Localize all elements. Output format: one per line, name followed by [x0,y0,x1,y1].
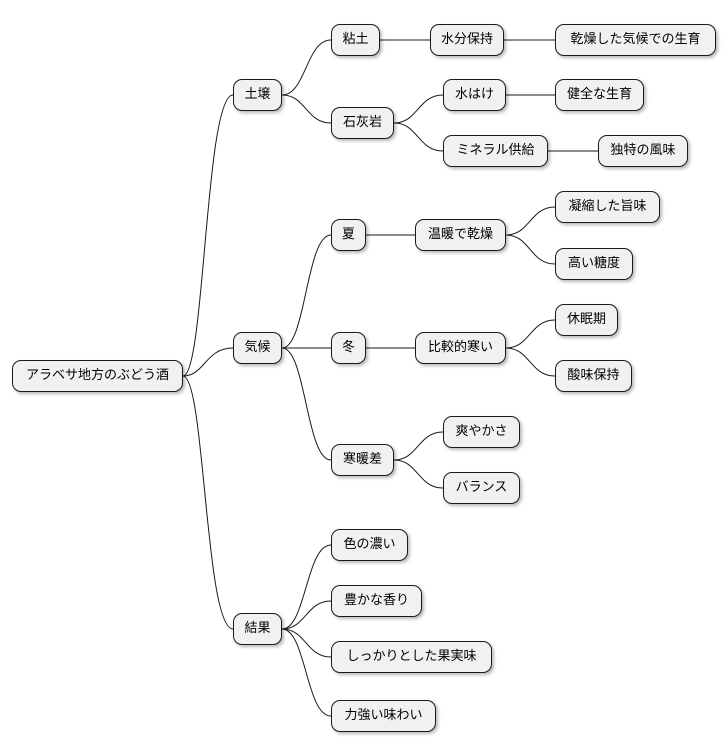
node-dormancy: 休眠期 [555,304,618,336]
node-limestone: 石灰岩 [331,107,394,139]
root-node: アラベサ地方のぶどう酒 [12,360,183,392]
edge-climate-summer [281,234,332,349]
node-acidity-retention: 酸味保持 [555,360,632,392]
edge-result-color [281,544,332,630]
edge-root-climate [182,347,234,377]
node-relatively-cold: 比較的寒い [415,332,506,364]
node-temperature-diff: 寒暖差 [331,444,394,476]
node-unique-flavor: 独特の風味 [598,135,688,167]
edge-soil-clay [281,39,332,96]
edge-warm-concentrated [505,206,556,236]
edge-root-result [182,375,234,630]
edge-warm-sugar [505,234,556,265]
node-result: 結果 [233,613,282,645]
node-winter: 冬 [331,332,366,364]
node-climate: 気候 [233,332,282,364]
node-high-sugar: 高い糖度 [555,248,633,280]
edge-tempdiff-balance [393,459,444,489]
edge-climate-tempdiff [281,347,332,461]
node-soil: 土壌 [233,79,282,111]
edge-cold-acidity [505,347,556,377]
edge-cold-dormancy [505,319,556,349]
node-balance: バランス [443,472,520,504]
edge-result-power [281,628,332,717]
node-rich-aroma: 豊かな香り [331,585,422,617]
edge-tempdiff-fresh [393,431,444,461]
edge-soil-limestone [281,94,332,124]
node-concentrated-taste: 凝縮した旨味 [555,191,660,223]
node-warm-dry: 温暖で乾燥 [415,219,506,251]
node-freshness: 爽やかさ [443,416,520,448]
node-dry-climate-growth: 乾燥した気候での生育 [555,24,716,56]
edge-limestone-mineral [393,122,444,152]
edge-limestone-drainage [393,94,444,124]
node-powerful-taste: 力強い味わい [331,700,436,732]
edge-result-fruit [281,628,332,658]
edge-result-aroma [281,600,332,630]
node-drainage: 水はけ [443,79,506,111]
edge-root-soil [182,94,234,377]
node-water-retention: 水分保持 [430,24,504,56]
node-clay: 粘土 [331,24,380,56]
node-summer: 夏 [331,219,366,251]
node-deep-color: 色の濃い [331,529,408,561]
node-mineral-supply: ミネラル供給 [443,135,548,167]
node-firm-fruitiness: しっかりとした果実味 [331,641,492,673]
node-healthy-growth: 健全な生育 [555,79,644,111]
